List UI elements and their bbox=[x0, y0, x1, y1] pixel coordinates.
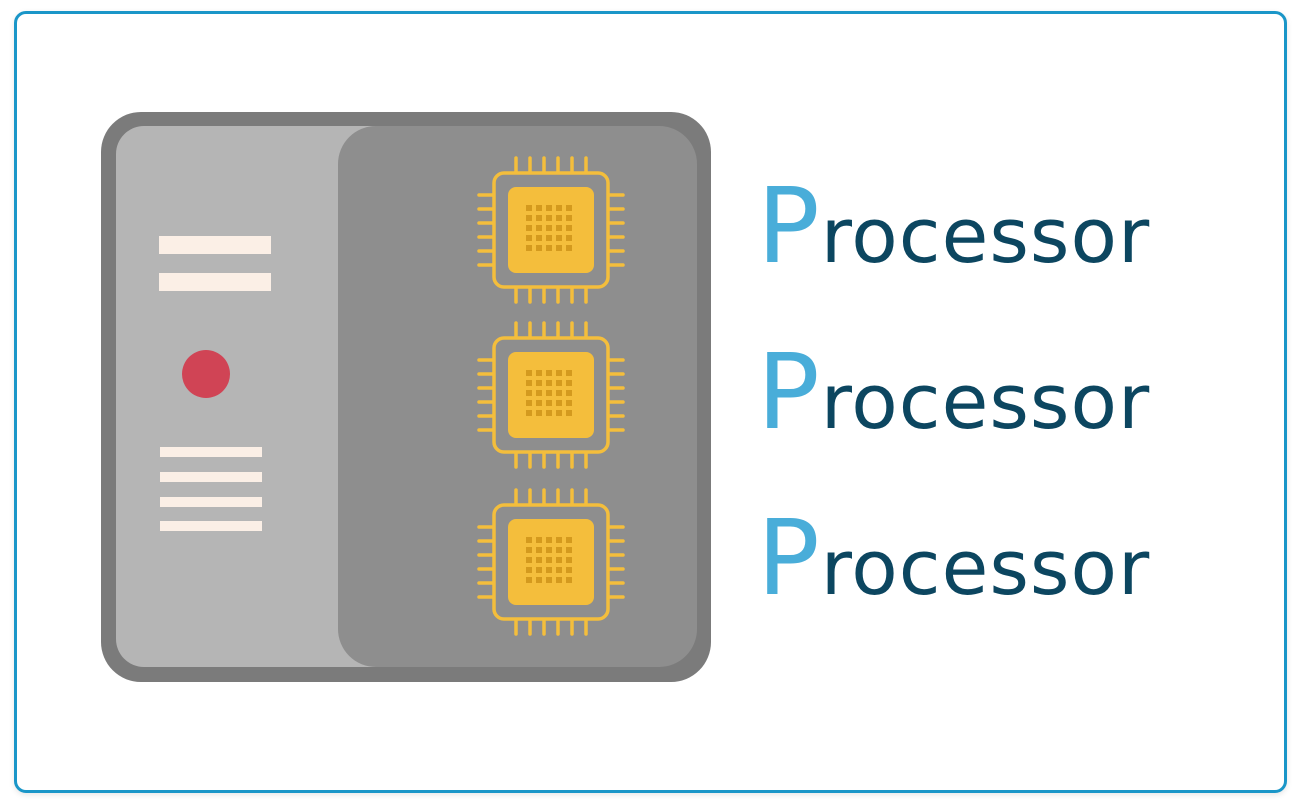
processor-label-2: Processor bbox=[757, 340, 1150, 446]
processor-label-initial: P bbox=[757, 497, 821, 619]
vent-slot bbox=[160, 472, 262, 482]
processor-label-1: Processor bbox=[757, 174, 1150, 280]
power-led-icon bbox=[182, 350, 230, 398]
processor-label-rest: rocessor bbox=[820, 523, 1151, 612]
drive-bay-slot bbox=[159, 273, 271, 291]
vent-slot bbox=[160, 497, 262, 507]
drive-bay-slot bbox=[159, 236, 271, 254]
vent-slot bbox=[160, 447, 262, 457]
processor-label-initial: P bbox=[757, 165, 821, 287]
processor-label-3: Processor bbox=[757, 506, 1150, 612]
processor-label-rest: rocessor bbox=[820, 357, 1151, 446]
processor-label-initial: P bbox=[757, 331, 821, 453]
processor-label-rest: rocessor bbox=[820, 191, 1151, 280]
vent-slot bbox=[160, 521, 262, 531]
